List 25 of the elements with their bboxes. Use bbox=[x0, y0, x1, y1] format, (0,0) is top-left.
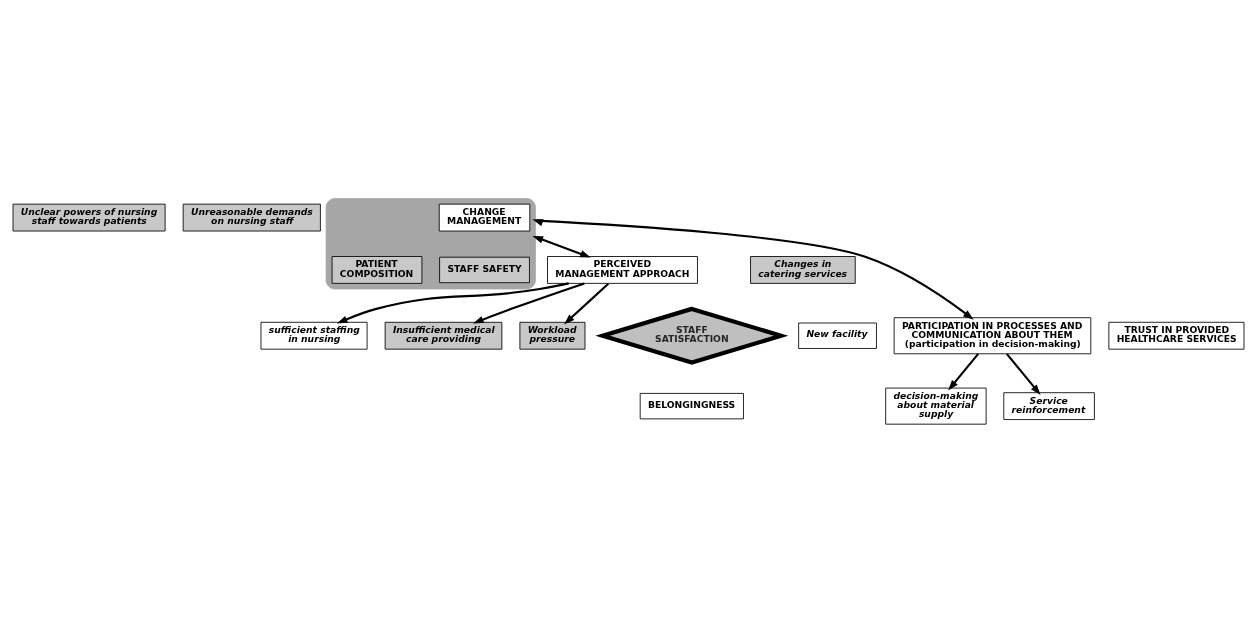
node-box: Unreasonable demands on nursing staff bbox=[182, 203, 321, 232]
node-box: Service reinforcement bbox=[1003, 392, 1095, 420]
arrow bbox=[336, 282, 569, 324]
node-box: CHANGE MANAGEMENT bbox=[438, 203, 531, 232]
node-box: BELONGINGNESS bbox=[639, 392, 744, 420]
node-box: Changes in catering services bbox=[750, 256, 856, 284]
node-box: New facility bbox=[798, 322, 877, 349]
node-diamond: STAFF SATISFACTION bbox=[595, 306, 789, 365]
cluster bbox=[325, 198, 536, 290]
node-box: PATIENT COMPOSITION bbox=[331, 256, 423, 284]
node-box: Workload pressure bbox=[519, 321, 586, 350]
node-box: Insufficient medical care providing bbox=[384, 321, 503, 350]
node-box: decision-making about material supply bbox=[885, 387, 987, 425]
arrow bbox=[532, 219, 974, 320]
arrow bbox=[564, 282, 610, 325]
node-box: sufficient staffing in nursing bbox=[260, 321, 368, 350]
arrow bbox=[948, 353, 980, 391]
node-box: Unclear powers of nursing staff towards patients bbox=[12, 203, 166, 232]
node-box: PARTICIPATION IN PROCESSES AND COMMUNICATION ABOUT THEM (participation in decision-making) bbox=[893, 317, 1092, 355]
node-box: STAFF SAFETY bbox=[439, 256, 530, 284]
node-box: PERCEIVED MANAGEMENT APPROACH bbox=[547, 256, 698, 284]
arrow bbox=[532, 236, 591, 258]
arrow bbox=[1005, 353, 1041, 396]
node-box: TRUST IN PROVIDED HEALTHCARE SERVICES bbox=[1108, 321, 1245, 350]
arrow bbox=[472, 282, 585, 324]
